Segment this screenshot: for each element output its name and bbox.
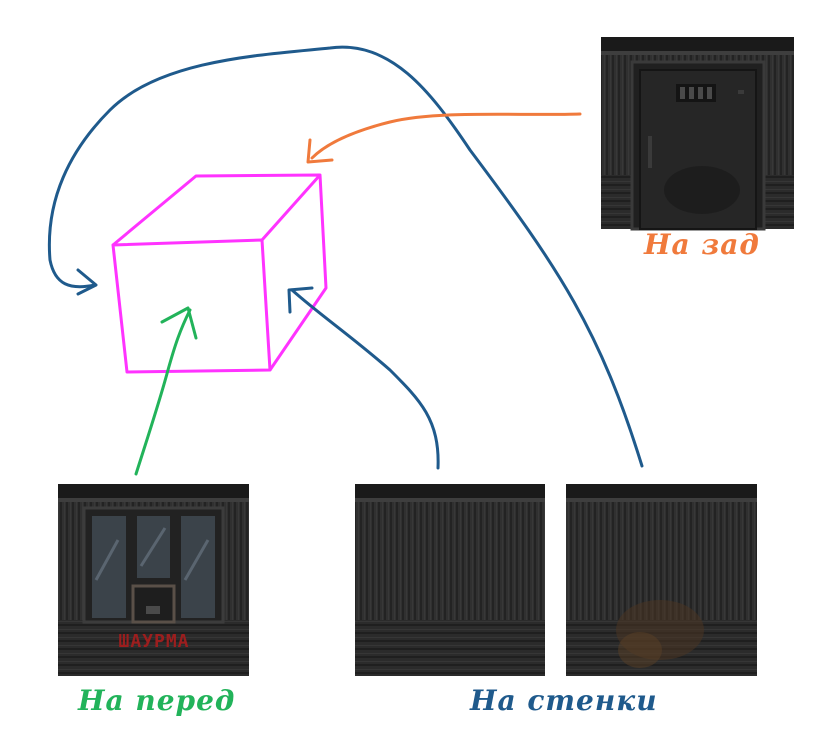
back-wall-tile: [601, 37, 794, 231]
side-wall-tile-stained: [566, 484, 757, 676]
walls-arrow-right: [287, 286, 440, 470]
back-arrow: [306, 112, 582, 164]
front-label: На перед: [78, 684, 236, 717]
shawarma-sign: ШАУРМА: [118, 631, 189, 652]
side-wall-tile-plain: [355, 484, 545, 676]
walls-arrow-left: [47, 45, 644, 468]
cube-outline: [111, 173, 328, 374]
walls-label: На стенки: [470, 684, 658, 717]
back-label: На зад: [644, 228, 760, 261]
front-arrow: [134, 306, 198, 476]
front-wall-tile: ШАУРМА: [58, 484, 249, 676]
